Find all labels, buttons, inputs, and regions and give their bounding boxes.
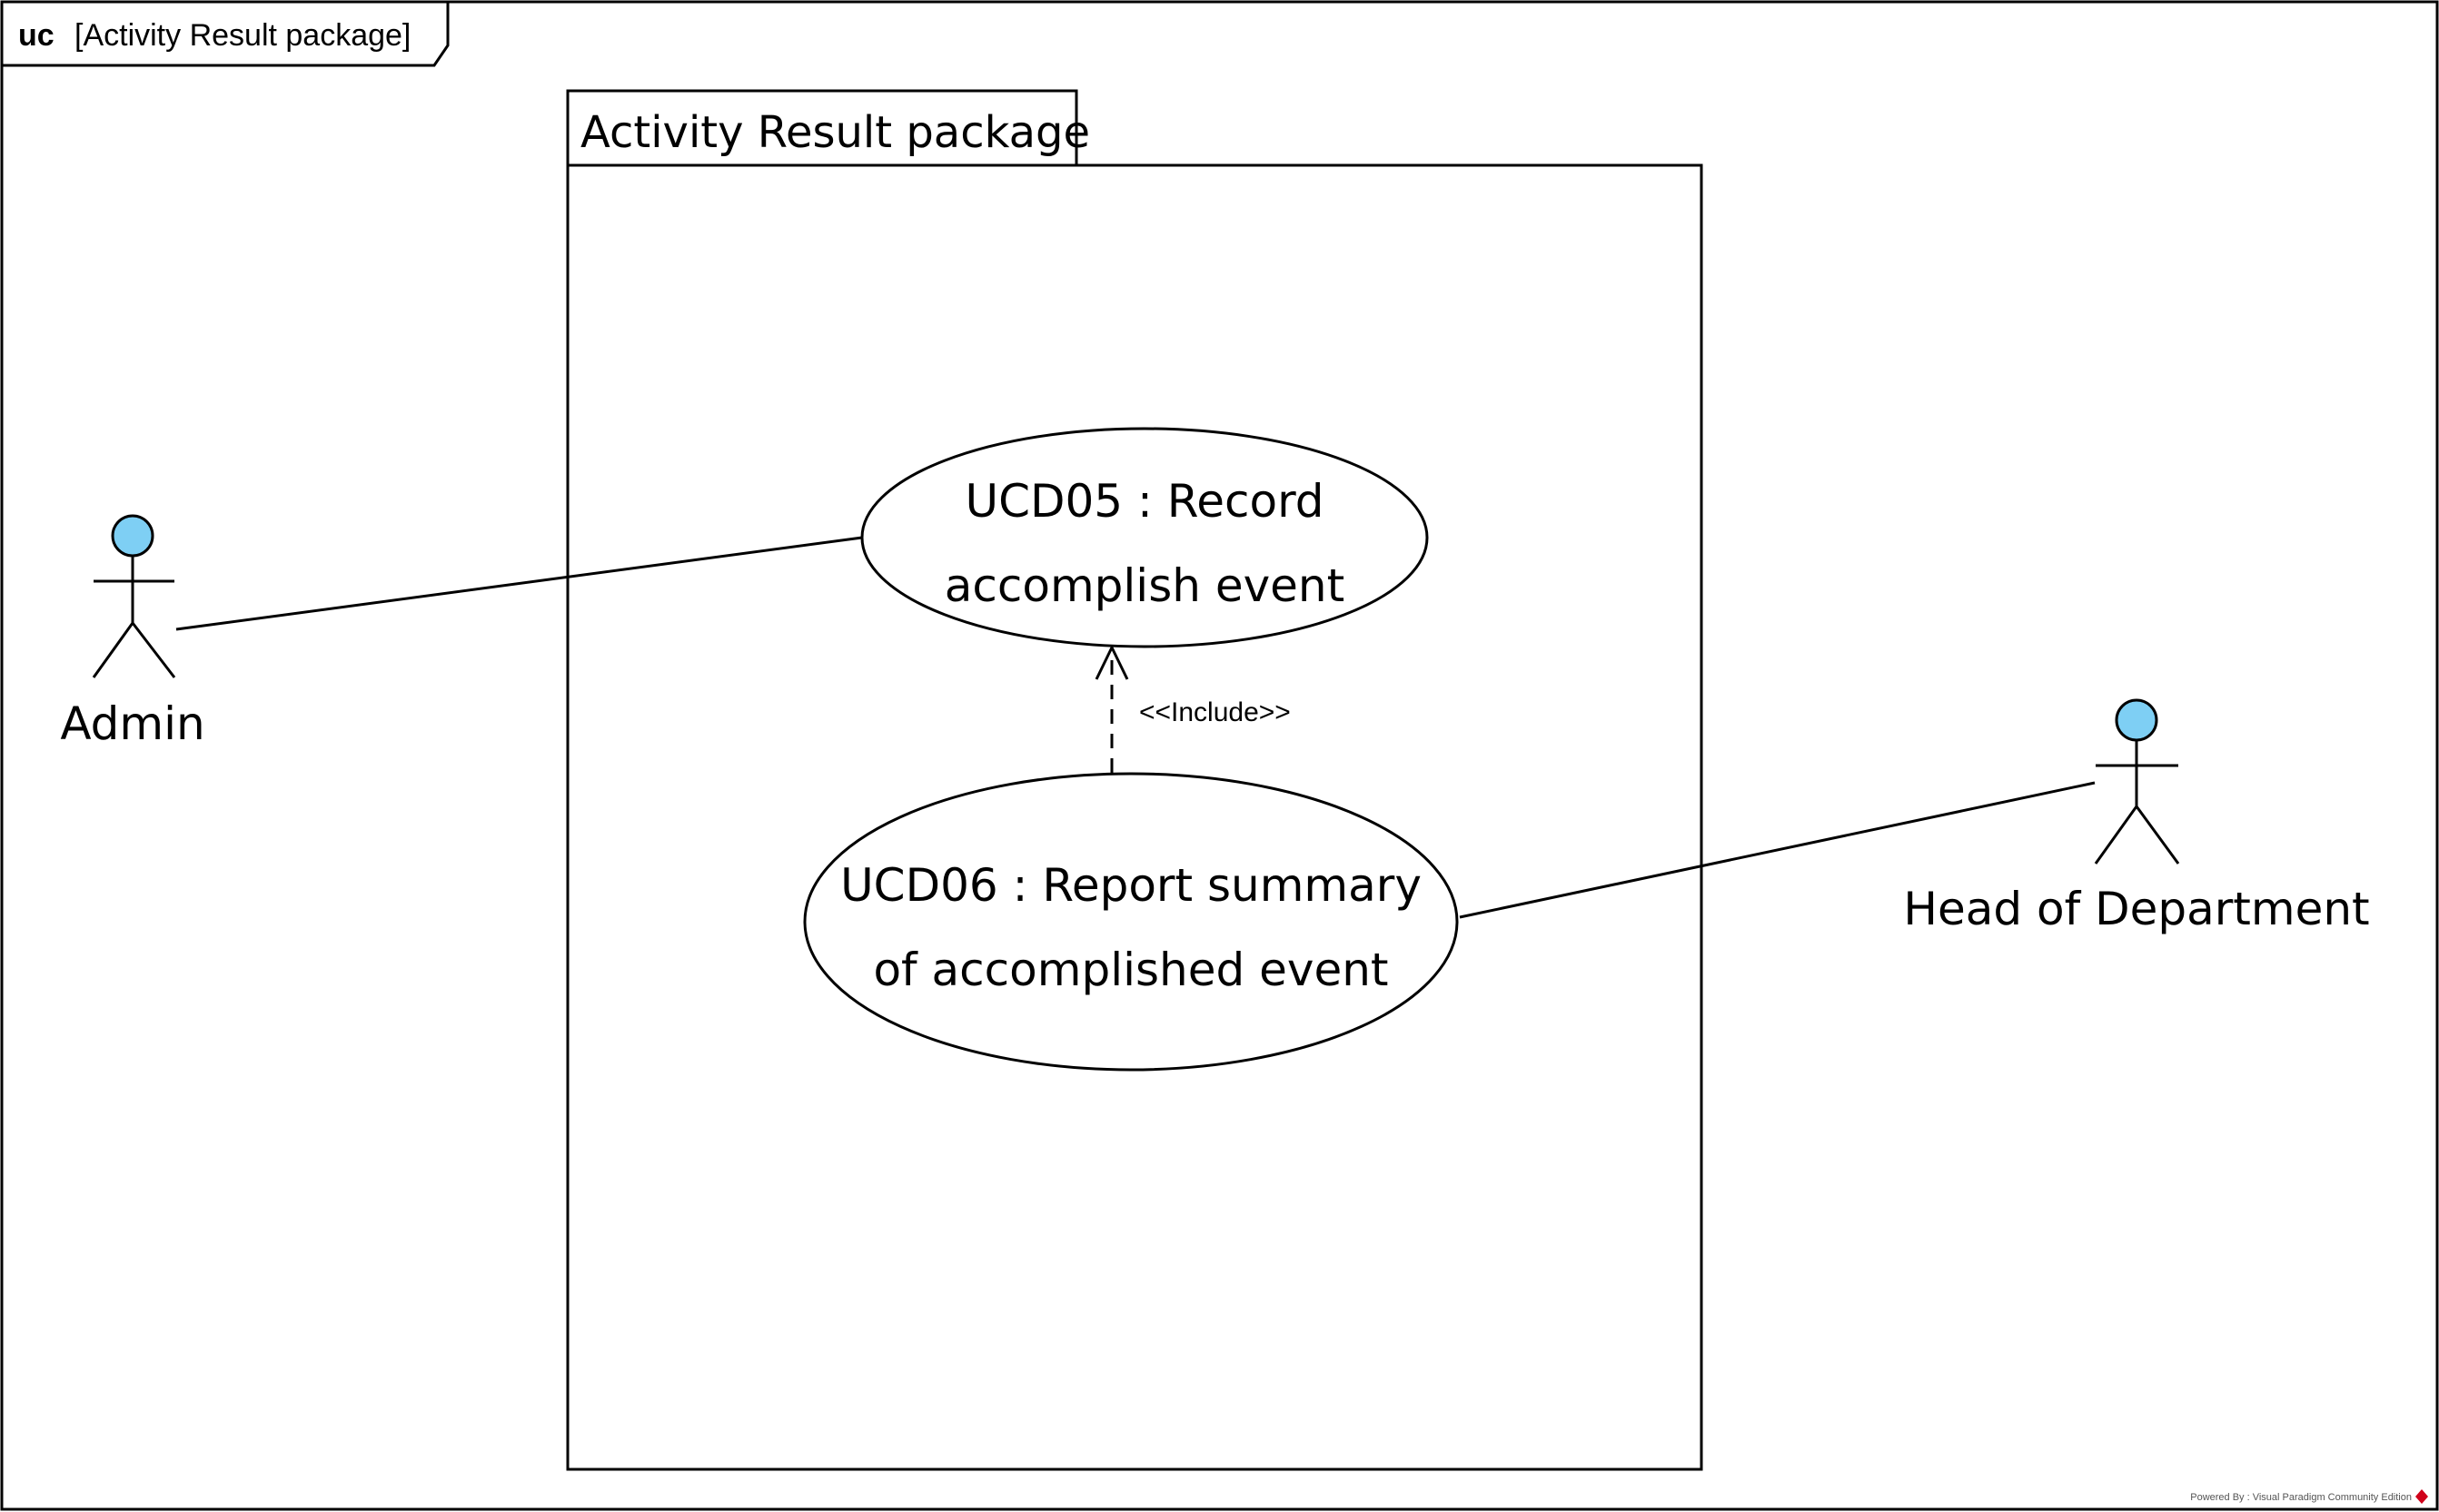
include-label: <<Include>> bbox=[1139, 697, 1291, 727]
package-name: Activity Result package bbox=[580, 107, 1090, 158]
use-case-ucd05-line-1: UCD05 : Record bbox=[965, 475, 1324, 528]
actor-head-head bbox=[2115, 698, 2158, 742]
actor-admin-legs bbox=[92, 620, 176, 678]
association-head-ucd06[interactable] bbox=[1459, 781, 2096, 919]
package-tab bbox=[566, 89, 1078, 168]
include-arrowhead bbox=[1095, 644, 1129, 680]
use-case-ucd05-ellipse[interactable] bbox=[860, 427, 1429, 648]
use-case-ucd05-line-2: accomplish event bbox=[945, 559, 1344, 612]
frame-title: [Activity Result package] bbox=[74, 18, 411, 53]
actor-head-of-department[interactable]: Head of Department bbox=[1903, 698, 2370, 935]
powered-by-text: Powered By : Visual Paradigm Community E… bbox=[2190, 1492, 2412, 1503]
actor-head-name: Head of Department bbox=[1903, 883, 2369, 935]
use-case-ucd06-line-2: of accomplished event bbox=[873, 944, 1388, 996]
frame-tab bbox=[2, 2, 450, 67]
association-admin-ucd05[interactable] bbox=[175, 536, 863, 631]
visual-paradigm-logo-icon bbox=[2415, 1489, 2428, 1504]
use-case-ucd06-line-1: UCD06 : Report summary bbox=[840, 859, 1422, 912]
frame-keyword: uc bbox=[18, 18, 55, 53]
actor-admin[interactable]: Admin bbox=[60, 514, 205, 750]
use-case-ucd06[interactable]: UCD06 : Report summary of accomplished e… bbox=[803, 772, 1459, 1072]
actor-head-legs bbox=[2094, 804, 2180, 865]
actor-admin-head bbox=[111, 514, 154, 558]
use-case-ucd05[interactable]: UCD05 : Record accomplish event bbox=[860, 427, 1429, 648]
use-case-ucd06-ellipse[interactable] bbox=[803, 772, 1459, 1072]
actor-admin-name: Admin bbox=[60, 697, 204, 750]
